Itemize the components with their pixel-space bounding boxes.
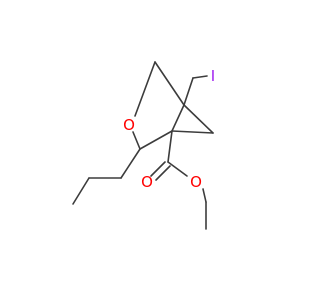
structure-canvas: I O O O — [72, 61, 216, 230]
bond-right-c2 — [171, 130, 214, 134]
bond-c2-ester-carbon — [167, 130, 173, 163]
molecule-structure: I O O O — [72, 61, 215, 230]
bond-carbonyl-double-a — [150, 161, 166, 177]
bond-bridgehead-right — [183, 104, 214, 134]
bond-oxygen-c3 — [132, 131, 141, 150]
bond-top-oxygen — [134, 61, 156, 117]
bond-bridge-center — [171, 104, 185, 132]
bond-ester-oxygen-ethyl — [202, 188, 207, 203]
bond-c-ch2i — [183, 77, 194, 106]
bond-c3-propyl — [120, 148, 141, 179]
iodine-atom-label: I — [211, 67, 215, 85]
bond-carbonyl-double-b — [155, 165, 171, 181]
bond-ch2-i — [192, 75, 208, 79]
carbonyl-oxygen-atom-label: O — [141, 173, 153, 191]
ring-oxygen-atom-label: O — [123, 116, 135, 134]
bond-c3-c2 — [139, 130, 173, 150]
bond-ester-carbon-oxygen — [167, 161, 188, 177]
ester-oxygen-atom-label: O — [190, 173, 202, 191]
bond-bridgehead-top — [154, 61, 185, 106]
bond-propyl-end — [72, 177, 90, 205]
